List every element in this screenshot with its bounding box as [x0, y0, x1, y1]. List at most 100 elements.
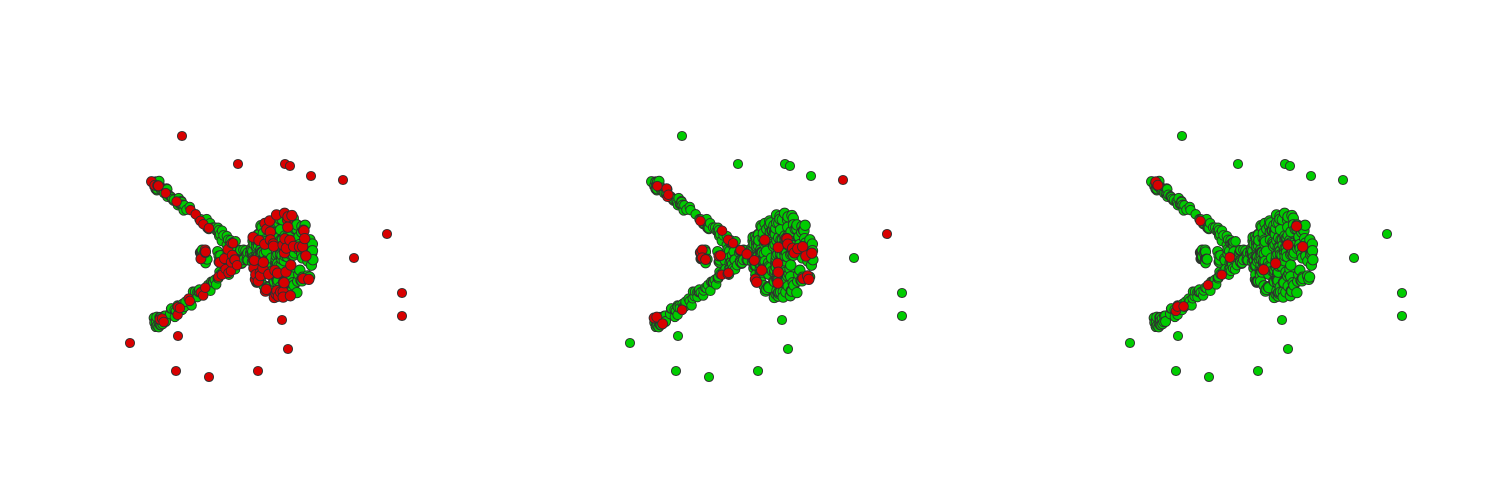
outlier-match-point: [1276, 314, 1288, 326]
mismatch-point: [751, 276, 763, 288]
mismatch-point: [300, 250, 312, 262]
outlier-points: [1124, 130, 1408, 383]
outlier-match-point: [848, 252, 860, 264]
point-cloud-panel-1: [0, 0, 500, 500]
point-cloud-body: [146, 175, 319, 333]
mismatch-point: [727, 237, 739, 249]
match-point: [1303, 271, 1316, 283]
mismatch-point: [756, 264, 768, 276]
outlier-match-point: [782, 343, 794, 355]
mismatch-point: [695, 215, 706, 227]
outlier-match-point: [676, 130, 688, 142]
mismatch-point: [267, 240, 280, 252]
outlier-match-point: [1252, 365, 1264, 377]
mismatch-point: [759, 234, 771, 246]
match-point: [799, 219, 811, 231]
outlier-points: [624, 130, 908, 383]
outlier-match-point: [896, 287, 908, 299]
mismatch-point: [1216, 269, 1228, 281]
mismatch-point: [676, 304, 688, 316]
match-point: [785, 259, 797, 271]
outlier-mismatch-point: [284, 160, 296, 172]
mismatch-point: [716, 225, 728, 236]
outlier-match-point: [732, 158, 744, 170]
outlier-match-point: [1396, 310, 1408, 322]
mismatch-point: [748, 254, 760, 266]
outlier-match-point: [1337, 174, 1349, 186]
mismatch-point: [1290, 220, 1303, 232]
mismatch-point: [797, 241, 809, 253]
outlier-match-point: [670, 365, 682, 377]
outlier-mismatch-point: [396, 310, 408, 322]
outlier-match-point: [1170, 365, 1182, 377]
outlier-match-point: [776, 314, 788, 326]
mismatch-point: [1282, 239, 1294, 251]
mismatch-point: [772, 241, 784, 254]
mismatch-point: [299, 232, 311, 245]
mismatch-point: [303, 273, 315, 286]
mismatch-point: [715, 250, 727, 261]
mismatch-point: [1202, 279, 1214, 291]
outlier-mismatch-point: [305, 170, 317, 182]
point-cloud-plot-2: [624, 130, 908, 383]
outlier-mismatch-point: [232, 158, 244, 170]
outlier-mismatch-point: [282, 343, 294, 355]
mismatch-point: [806, 247, 818, 259]
match-point: [1230, 236, 1241, 247]
mismatch-point: [1152, 179, 1164, 191]
outlier-mismatch-point: [348, 252, 360, 264]
point-cloud-plot-1: [124, 130, 408, 383]
mismatch-point: [284, 290, 297, 302]
outlier-match-point: [1203, 371, 1215, 383]
mismatch-point: [171, 196, 182, 207]
outlier-match-point: [1396, 287, 1408, 299]
outlier-match-point: [1348, 252, 1360, 264]
outlier-match-point: [1282, 343, 1294, 355]
outlier-match-point: [672, 330, 684, 342]
outlier-match-point: [624, 337, 636, 349]
mismatch-point: [657, 318, 669, 330]
mismatch-point: [723, 267, 734, 279]
outlier-mismatch-point: [124, 337, 136, 349]
outlier-match-point: [1124, 337, 1136, 349]
mismatch-point: [278, 277, 290, 289]
mismatch-point: [741, 248, 753, 260]
point-cloud-body: [646, 175, 819, 333]
mismatch-point: [1257, 264, 1270, 276]
match-point: [1307, 254, 1319, 266]
mismatch-point: [184, 295, 196, 307]
mismatch-point: [200, 282, 211, 293]
mismatch-point: [282, 221, 294, 233]
outlier-match-point: [1176, 130, 1188, 142]
mismatch-point: [158, 316, 169, 328]
mismatch-point: [1270, 257, 1282, 270]
mismatch-point: [772, 277, 784, 289]
outlier-mismatch-point: [203, 371, 215, 383]
mismatch-point: [227, 237, 239, 249]
mismatch-point: [285, 259, 297, 271]
mismatch-point: [260, 283, 272, 296]
mismatch-point: [203, 222, 215, 234]
outlier-mismatch-point: [396, 287, 408, 299]
match-point: [1201, 253, 1213, 265]
outlier-mismatch-point: [837, 174, 849, 186]
outlier-mismatch-point: [170, 365, 182, 377]
mismatch-point: [1297, 241, 1309, 253]
outlier-mismatch-point: [381, 228, 393, 240]
mismatch-point: [663, 189, 674, 200]
outlier-match-point: [1232, 158, 1244, 170]
outlier-points: [124, 130, 408, 383]
match-point: [1291, 286, 1303, 299]
outlier-mismatch-point: [276, 314, 288, 326]
mismatch-point: [803, 273, 815, 286]
outlier-mismatch-point: [337, 174, 349, 186]
outlier-mismatch-point: [252, 365, 264, 377]
mismatch-point: [174, 302, 186, 314]
outlier-mismatch-point: [881, 228, 893, 240]
mismatch-point: [248, 254, 260, 266]
outlier-mismatch-point: [176, 130, 188, 142]
mismatch-point: [1195, 215, 1206, 227]
outlier-match-point: [784, 160, 796, 172]
outlier-match-point: [805, 170, 817, 182]
